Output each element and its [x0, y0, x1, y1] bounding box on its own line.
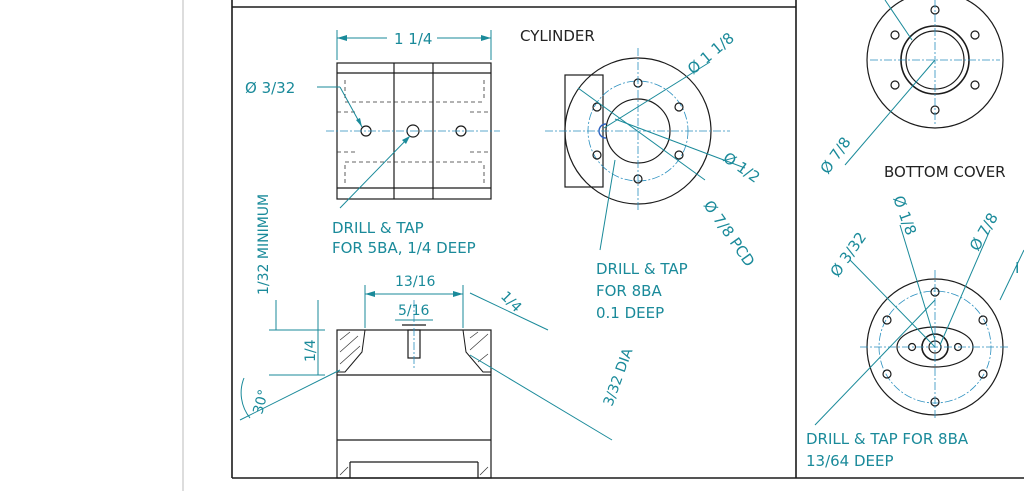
- upper-diameter-label: Ø 7/8: [817, 134, 855, 178]
- dim-13-16: 13/16: [395, 274, 435, 290]
- bottom-drill-tap-line2: 13/64 DEEP: [806, 452, 894, 470]
- cylinder-side-view: [326, 62, 500, 200]
- bottom-cover-upper-view: [844, 0, 1004, 166]
- minimum-label: 1/32 MINIMUM: [256, 194, 272, 295]
- length-dimension: 1 1/4: [394, 30, 432, 48]
- dim-1-4-chamfer: 1/4: [497, 289, 524, 316]
- drill-tap-8ba-line1: DRILL & TAP: [596, 260, 688, 278]
- drill-tap-8ba-line2: FOR 8BA: [596, 282, 662, 300]
- sheet-frame: [182, 0, 1024, 491]
- small-hole-diameter-label: Ø 3/32: [827, 229, 871, 280]
- outer-diameter-label: Ø 1 1/8: [684, 29, 738, 78]
- cylinder-end-view: [545, 48, 746, 251]
- cylinder-title: CYLINDER: [520, 27, 595, 45]
- bore-diameter-label: Ø 1/2: [720, 149, 764, 187]
- dim-5-16: 5/16: [398, 303, 430, 319]
- cylinder-section-view: [336, 300, 492, 479]
- port-diameter-label: 3/32 DIA: [601, 346, 637, 409]
- cylinder-side-dimensions: [317, 30, 492, 209]
- hole-diameter-label: Ø 3/32: [245, 79, 295, 97]
- center-hole-diameter-label: Ø 1/8: [889, 193, 920, 237]
- drill-tap-8ba-line3: 0.1 DEEP: [596, 304, 664, 322]
- cylinder-section-dimensions: [239, 285, 613, 441]
- dim-1-4-side: 1/4: [303, 339, 319, 362]
- drill-tap-note-line2: FOR 5BA, 1/4 DEEP: [332, 239, 476, 257]
- cut-off-mark: I: [1015, 259, 1019, 277]
- angle-label: 30°: [250, 388, 272, 416]
- pcd-label: Ø 7/8 PCD: [700, 197, 759, 270]
- drill-tap-note-line1: DRILL & TAP: [332, 219, 424, 237]
- bottom-drill-tap-line1: DRILL & TAP FOR 8BA: [806, 430, 969, 448]
- bottom-cover-lower-view: [814, 224, 1024, 426]
- pcd-diameter-label: Ø 7/8: [966, 210, 1002, 254]
- bottom-cover-title: BOTTOM COVER: [884, 163, 1006, 181]
